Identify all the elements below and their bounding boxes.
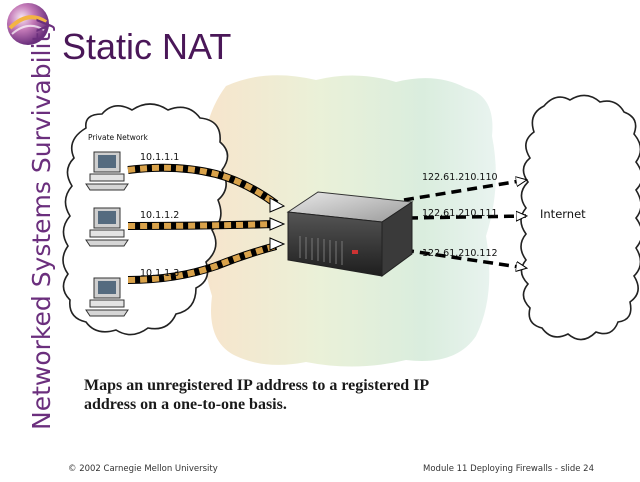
internet-cloud — [520, 94, 640, 341]
public-link-2 — [407, 216, 526, 218]
host-computer-1 — [85, 151, 129, 191]
public-ip-3: 122.61.210.112 — [422, 248, 498, 259]
side-brand-bar: Networked Systems Survivability — [0, 0, 56, 482]
internet-label: Internet — [540, 207, 586, 221]
static-nat-diagram: Private Network Internet — [62, 75, 640, 367]
host-computer-3 — [85, 277, 129, 317]
footer-copyright: © 2002 Carnegie Mellon University — [68, 464, 218, 474]
arrowhead-in-2 — [269, 217, 286, 231]
vertical-brand-title: Networked Systems Survivability — [27, 17, 56, 430]
logo-sphere-icon — [7, 3, 49, 45]
private-ip-1: 10.1.1.1 — [140, 152, 179, 163]
private-ip-2: 10.1.1.2 — [140, 210, 179, 221]
private-ip-3: 10.1.1.3 — [140, 268, 179, 279]
public-link-1 — [403, 180, 526, 202]
arrowhead-in-1 — [269, 197, 286, 213]
host-computer-2 — [85, 207, 129, 247]
public-links — [403, 180, 526, 268]
public-link-3 — [403, 248, 526, 268]
slide-title: Static NAT — [62, 26, 232, 67]
arrowhead-in-3 — [269, 237, 286, 251]
private-network-label: Private Network — [88, 133, 149, 142]
footer-module: Module 11 Deploying Firewalls - slide 24 — [423, 464, 594, 474]
slide-caption: Maps an unregistered IP address to a reg… — [84, 377, 429, 413]
public-ip-2: 122.61.210.111 — [422, 208, 498, 219]
private-cables — [127, 163, 279, 284]
public-ip-1: 122.61.210.110 — [422, 172, 498, 183]
nat-router-icon — [286, 191, 414, 277]
